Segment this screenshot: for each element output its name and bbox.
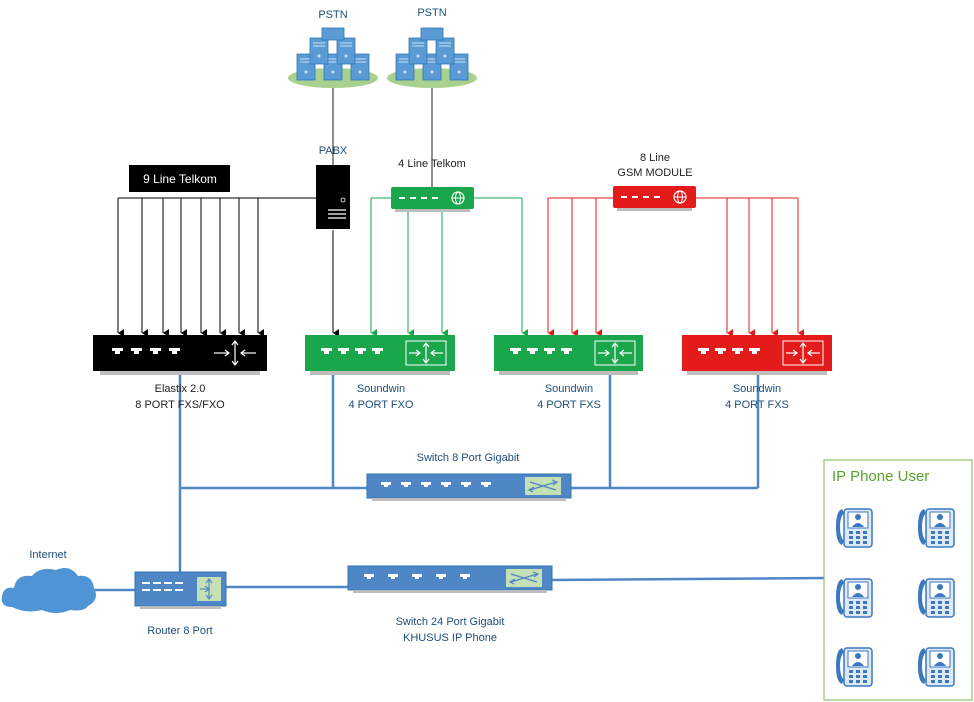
line4-connections	[370, 197, 528, 337]
line9-connections	[117, 197, 339, 337]
soundwin-fxo-label-line1: Soundwin	[357, 383, 405, 395]
router-label: Router 8 Port	[147, 625, 212, 637]
internet-cloud: Internet	[1, 549, 96, 613]
link-switch24-phones	[551, 576, 825, 582]
elastix-label-line2: 8 PORT FXS/FXO	[135, 399, 225, 411]
pabx-device: PABX	[316, 145, 350, 229]
line4-label: 4 Line Telkom	[398, 158, 466, 170]
soundwin-fxs-red-label-line2: 4 PORT FXS	[725, 399, 789, 411]
switch24-label-line1: Switch 24 Port Gigabit	[396, 616, 505, 628]
router-device: Router 8 Port	[134, 571, 227, 637]
soundwin-fxs-green-label-line2: 4 PORT FXS	[537, 399, 601, 411]
gsm-label-line1: 8 Line	[640, 152, 670, 164]
soundwin-fxs-red-label-line1: Soundwin	[733, 383, 781, 395]
gsm-module: 8 Line GSM MODULE	[613, 152, 696, 211]
pstn-node-2: PSTN	[387, 7, 477, 88]
ip-phone-user-label: IP Phone User	[832, 468, 929, 485]
soundwin-fxs-green-label-line1: Soundwin	[545, 383, 593, 395]
ip-phone-user-group: IP Phone User	[823, 459, 973, 701]
elastix-label-line1: Elastix 2.0	[155, 383, 206, 395]
switch-8-port-device: Switch 8 Port Gigabit	[366, 452, 572, 501]
pabx-label: PABX	[319, 145, 348, 157]
pstn-label: PSTN	[318, 9, 347, 21]
switch-24-port-device: Switch 24 Port Gigabit KHUSUS IP Phone	[347, 565, 553, 644]
line9-label-box: 9 Line Telkom	[129, 165, 230, 192]
line4-gateway: 4 Line Telkom	[391, 158, 474, 212]
soundwin-fxs-red-device: Soundwin 4 PORT FXS	[682, 335, 832, 411]
gsm-connections	[547, 197, 804, 337]
switch24-label-line2: KHUSUS IP Phone	[403, 632, 497, 644]
pstn-connections	[332, 85, 433, 187]
soundwin-fxo-device: Soundwin 4 PORT FXO	[305, 335, 455, 411]
pstn-node-1: PSTN	[288, 9, 378, 88]
switch8-label: Switch 8 Port Gigabit	[417, 452, 520, 464]
soundwin-fxs-green-device: Soundwin 4 PORT FXS	[494, 335, 643, 411]
line9-label: 9 Line Telkom	[143, 172, 217, 186]
soundwin-fxo-label-line2: 4 PORT FXO	[348, 399, 413, 411]
pstn-label: PSTN	[417, 7, 446, 19]
elastix-device: Elastix 2.0 8 PORT FXS/FXO	[93, 335, 267, 411]
lan-connections	[92, 372, 825, 592]
internet-label: Internet	[29, 549, 66, 561]
gsm-label-line2: GSM MODULE	[617, 167, 692, 179]
